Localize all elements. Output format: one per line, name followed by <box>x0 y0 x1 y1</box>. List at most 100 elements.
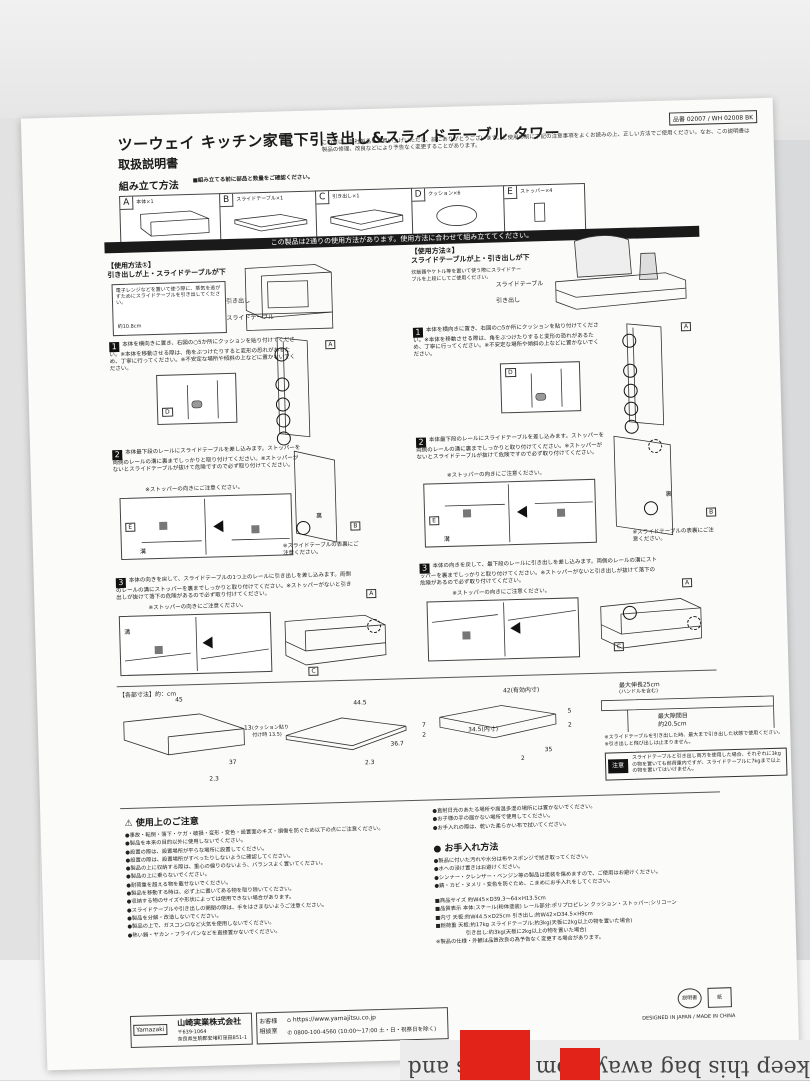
drawer-dimension-drawing <box>439 705 557 739</box>
dim-drawer-thickness: 2 <box>422 731 427 739</box>
contact-label: お客様相談室 <box>259 1017 278 1036</box>
cushion-detail-drawing <box>186 380 219 420</box>
assembly-title: 組み立て方法 <box>118 180 179 193</box>
stopper-detail-drawing <box>141 498 290 555</box>
callout-a: A <box>366 588 377 599</box>
stopper-note: ※ストッパーの向きにご注意ください。 <box>446 470 546 479</box>
dims-title: 【各部寸法】約：cm <box>118 690 177 700</box>
label-slide-table-2: スライドテーブル <box>495 280 544 289</box>
step2-text: 本体最下段のレールにスライドテーブルを差し込みます。ストッパーを両側のレールの溝… <box>112 445 301 474</box>
callout-c: C <box>613 642 625 652</box>
method2-assembled-drawing <box>600 598 703 649</box>
method2-step2-detail: E 溝 <box>423 478 597 548</box>
warning-box: 注意 スライドテーブルと引き出し両方を使用した場合、それぞれに3kgの物を置いて… <box>604 747 788 781</box>
callout-b: B <box>350 521 361 531</box>
dim-drawer-thickness-2: 2 <box>567 721 572 729</box>
cushion-marker <box>276 431 292 446</box>
recycle-label: 紙 <box>717 994 723 1001</box>
method1-slide-table-drawing <box>293 450 338 543</box>
method2-title: スライドテーブルが上・引き出しが下 <box>410 253 530 265</box>
method1-caption-box: 電子レンジなどを置いて使う際に、蒸気を逃がすためにスライドテーブルを引き出してく… <box>111 281 227 337</box>
dim-body-width: 45 <box>175 696 183 704</box>
care-title: ● お手入れ方法 <box>433 840 498 855</box>
caution-title: ⚠ 使用上のご注意 <box>124 814 198 830</box>
caution-icon: ⚠ <box>124 818 133 830</box>
care-icon: ● <box>433 844 442 855</box>
step3b-text: 本体の向きを戻して、最下段のレールに引き出しを差し込みます。両側のレールの溝にス… <box>419 557 658 587</box>
step2-text: 本体最下段のレールにスライドテーブルを差し込みます。ストッパーを両側のレールの溝… <box>416 432 605 461</box>
caution-list-right: ●直射日光のあたる場所や高温多湿の場所には置かないでください。 ●お子様の手の届… <box>432 798 763 832</box>
contact-block: お客様相談室 ⌂ https://www.yamajitsu.co.jp ✆ 0… <box>255 1007 449 1045</box>
recycle-mark-paper: 説明書 <box>677 988 702 1009</box>
spec-list: ■商品サイズ 約W45×D39.3〜64×H13.5cm ■品質表示 本体:スチ… <box>435 888 766 947</box>
step1-text: 本体を横向きに置き、右図の○5か所にクッションを貼り付けてください。※本体を移動… <box>413 322 599 358</box>
method1-title: 引き出しが上・スライドテーブルが下 <box>107 268 226 280</box>
dim-drawer-inner: 34.5(内寸) <box>467 725 499 734</box>
body-dimension-drawing <box>123 713 245 756</box>
recycle-label: 説明書 <box>682 995 698 1002</box>
part-c: C 引き出し×1 <box>314 187 415 239</box>
warning-label: 注意 <box>607 758 629 774</box>
dim-drawer-depth: 35 <box>544 746 553 754</box>
company-address: 奈良県生駒郡安堵町窪田851-1 <box>177 1034 248 1043</box>
warning-text: スライドテーブルと引き出し両方を使用した場合、それぞれに3kgの物を置いても耐荷… <box>631 750 781 774</box>
dim-body-depth: 37 <box>228 758 237 767</box>
label-back: 裏 <box>315 512 323 520</box>
method2-step3-detail <box>426 597 581 662</box>
slide-extension-drawing <box>600 695 775 732</box>
part-a: A 本体×1 <box>119 193 223 244</box>
dim-body-thickness: 2.3 <box>209 775 220 783</box>
assembly-note: ■組み立てる前に部品と数量をご確認ください。 <box>192 174 314 184</box>
red-packaging <box>560 1048 600 1080</box>
caution-list: ●事故・転倒・落下・ケガ・破損・変形・変色・設置面のキズ・損傷を防ぐため以下の点… <box>125 824 428 940</box>
method1-microwave-drawing <box>244 264 334 331</box>
method1-step3-detail: 溝 <box>118 611 273 677</box>
company-block: Yamazaki 山崎実業株式会社 〒639-1064 奈良県生駒郡安堵町窪田8… <box>129 1012 253 1048</box>
website-url: https://www.yamajitsu.co.jp <box>292 1014 377 1024</box>
method2-step1-detail: D <box>499 361 582 414</box>
care-list: ●製品に付いた汚れや水分は布やスポンジで拭き取ってください。 ●水への浸け置きは… <box>434 848 765 890</box>
method1-body-side-drawing <box>276 337 311 438</box>
website-link[interactable]: ⌂ https://www.yamajitsu.co.jp <box>287 1014 376 1023</box>
drawer-stopper-drawing <box>124 616 269 671</box>
brand-logo: Yamazaki <box>133 1023 168 1036</box>
cushion-detail-drawing <box>530 368 563 408</box>
product-number: 品番 02007 / WH 02008 BK <box>668 110 758 126</box>
part-e: E ストッパー×4 <box>502 182 587 234</box>
method2-body-side-drawing <box>626 323 665 426</box>
origin-text: DESIGNED IN JAPAN / MADE IN CHINA <box>642 1013 736 1022</box>
phone-number[interactable]: ✆ 0800-100-4560 (10:00〜17:00 土・日・祝祭日を除く) <box>287 1024 436 1036</box>
drawer-stopper-drawing <box>432 602 576 657</box>
company-name: 山崎実業株式会社 <box>177 1016 242 1028</box>
step3-text: 本体の向きを戻して、スライドテーブルの1つ上のレールに引き出しを差し込みます。両… <box>116 571 352 602</box>
callout-a: A <box>680 322 692 332</box>
part-e-drawing <box>534 202 546 222</box>
stopper-note: ※ストッパーの向きにご注意ください。 <box>148 602 247 612</box>
step-number-2: 2 <box>415 437 427 448</box>
slide-table-note: ※スライドテーブルの表裏にご注意ください。 <box>632 527 714 543</box>
instruction-sheet: ツーウェイ キッチン家電下引き出し&スライドテーブル タワー 取扱説明書 品番 … <box>20 97 800 1071</box>
step-number-3: 3 <box>115 577 126 589</box>
step-number-2: 2 <box>112 449 123 461</box>
dim-drawer-height: 5 <box>567 707 572 715</box>
part-d: D クッション×6 <box>410 185 507 236</box>
stopper-note: ※ストッパーの向きにご注意ください。 <box>452 588 551 597</box>
dim-table-width: 44.5 <box>353 699 367 707</box>
dim-table-thickness: 2.3 <box>364 759 375 767</box>
step-number-1: 1 <box>109 342 120 353</box>
dim-body-height: 13 <box>243 724 252 732</box>
dim-table-height: 7 <box>421 721 426 729</box>
red-packaging <box>460 1030 530 1080</box>
dim-table-depth: 36.7 <box>390 740 404 748</box>
method1-assembled-drawing <box>284 614 387 666</box>
care-title-text: お手入れ方法 <box>444 842 499 855</box>
label-drawer-2: 引き出し <box>496 296 521 305</box>
slide-table-note: ※スライドテーブルの表裏にご注意ください。 <box>282 541 359 557</box>
callout-a: A <box>325 339 336 350</box>
dim-max-pull-sub: (ハンドルを含む) <box>619 688 659 696</box>
